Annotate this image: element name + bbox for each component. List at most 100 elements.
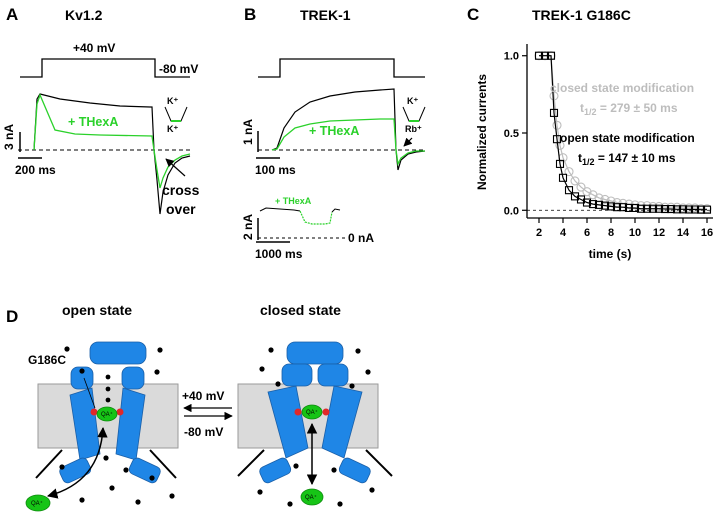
channel-foot-left-open xyxy=(59,457,92,484)
open-data-point xyxy=(612,203,622,212)
x-tick-label: 14 xyxy=(677,227,690,239)
thexa-trace-a xyxy=(33,93,191,189)
drug-label-a: + THexA xyxy=(68,115,118,129)
inset-zero-label: 0 nA xyxy=(348,231,374,245)
open-data-point xyxy=(666,204,676,214)
particle xyxy=(109,485,115,491)
particle xyxy=(64,346,70,352)
panel-c-letter: C xyxy=(467,5,479,24)
panel-a-letter: A xyxy=(6,5,18,24)
particle xyxy=(365,369,371,375)
step-low-a: -80 mV xyxy=(159,62,198,76)
particle xyxy=(275,381,281,387)
crossover-arrow xyxy=(165,158,186,177)
qa-ion-bound-open xyxy=(96,406,118,422)
panel-b-title: TREK-1 xyxy=(300,7,351,23)
open-data-point xyxy=(582,198,592,207)
y-tick-label: 1.0 xyxy=(504,51,519,63)
panel-a: A Kv1.2 +40 mV -80 mV + THexA K⁺ K⁺ 3 nA… xyxy=(2,5,200,217)
channel-cap-open xyxy=(89,341,147,365)
open-data-point xyxy=(642,204,652,213)
x-tick-label: 6 xyxy=(584,227,590,239)
control-trace-b xyxy=(271,88,426,171)
channel-upper-left-closed xyxy=(281,363,313,387)
open-data-point xyxy=(588,200,598,209)
particle xyxy=(355,348,361,354)
pore-icon xyxy=(164,106,188,122)
scale-label-y-a: 3 nA xyxy=(2,124,16,150)
x-tick-label: 10 xyxy=(629,227,641,239)
particle xyxy=(257,489,263,495)
particle xyxy=(105,397,111,403)
qa-label-free-open: QA⁺ xyxy=(31,500,43,507)
particle xyxy=(59,464,65,470)
open-data-point xyxy=(546,51,556,60)
closed-data-point xyxy=(549,91,559,101)
open-data-point xyxy=(684,205,694,214)
closed-data-point xyxy=(552,120,562,130)
channel-helix-right-closed xyxy=(321,385,363,459)
mutation-site-left-open xyxy=(90,408,98,416)
closed-data-point xyxy=(600,194,610,205)
y-tick-label: 0.5 xyxy=(504,128,519,140)
qa-label-bound-open: QA⁺ xyxy=(101,411,113,418)
chart-ylabel: Normalized currents xyxy=(475,74,489,190)
scale-label-x-b: 100 ms xyxy=(255,163,296,177)
open-data-point xyxy=(534,51,544,60)
open-data-point xyxy=(696,205,706,214)
particle xyxy=(79,497,85,503)
channel-foot-right-closed xyxy=(338,457,371,484)
closed-mod-t12: t1/2 = 279 ± 50 ms xyxy=(580,101,678,117)
closed-state-title: closed state xyxy=(260,302,341,318)
channel-cap-closed xyxy=(286,341,344,365)
particle xyxy=(135,499,141,505)
panel-d: D open state closed state QA⁺ QA⁺ G186C xyxy=(6,302,393,512)
voltage-label-top: +40 mV xyxy=(182,389,224,403)
closed-data-point xyxy=(564,167,574,177)
voltage-protocol-b xyxy=(258,58,425,78)
channel-upper-left-open xyxy=(70,366,94,390)
open-data-point xyxy=(618,203,628,212)
particle xyxy=(105,386,111,392)
qa-label-free-closed: QA⁺ xyxy=(305,494,317,501)
voltage-label-bottom: -80 mV xyxy=(184,425,223,439)
particle xyxy=(337,501,343,507)
voltage-protocol-a xyxy=(20,58,190,78)
x-tick-label: 8 xyxy=(608,227,614,239)
mutation-site-right-closed xyxy=(322,408,330,416)
x-tick-label: 12 xyxy=(653,227,665,239)
particle xyxy=(103,455,109,461)
linker-right-open xyxy=(149,449,177,479)
exit-arrow-open xyxy=(46,426,108,499)
open-data-point xyxy=(552,135,562,144)
open-data-point xyxy=(660,204,670,214)
particle xyxy=(287,501,293,507)
qa-particles xyxy=(59,346,375,507)
open-data-point xyxy=(558,173,568,182)
panel-a-title: Kv1.2 xyxy=(65,7,103,23)
closed-data-point xyxy=(606,196,616,206)
channel-foot-left-closed xyxy=(259,457,292,484)
open-data-point xyxy=(624,203,634,213)
open-data-point xyxy=(690,205,700,214)
scale-label-y-b: 1 nA xyxy=(241,119,255,145)
open-data-point xyxy=(555,159,565,168)
particle xyxy=(349,383,355,389)
panel-d-letter: D xyxy=(6,307,18,326)
open-state-title: open state xyxy=(62,302,132,318)
particle xyxy=(79,368,85,374)
open-data-point xyxy=(564,186,574,195)
open-mod-label: open state modification xyxy=(560,131,695,145)
open-data-point xyxy=(549,108,559,117)
open-data-point xyxy=(648,204,658,213)
qa-ion-free-open xyxy=(25,494,51,512)
particle xyxy=(154,369,160,375)
inset-baseline-right xyxy=(331,208,341,213)
annotation-cross: cross xyxy=(162,182,200,198)
inset-scale-label-x: 1000 ms xyxy=(255,247,303,261)
step-high-a: +40 mV xyxy=(73,41,115,55)
ion-top-b: K⁺ xyxy=(407,96,418,106)
